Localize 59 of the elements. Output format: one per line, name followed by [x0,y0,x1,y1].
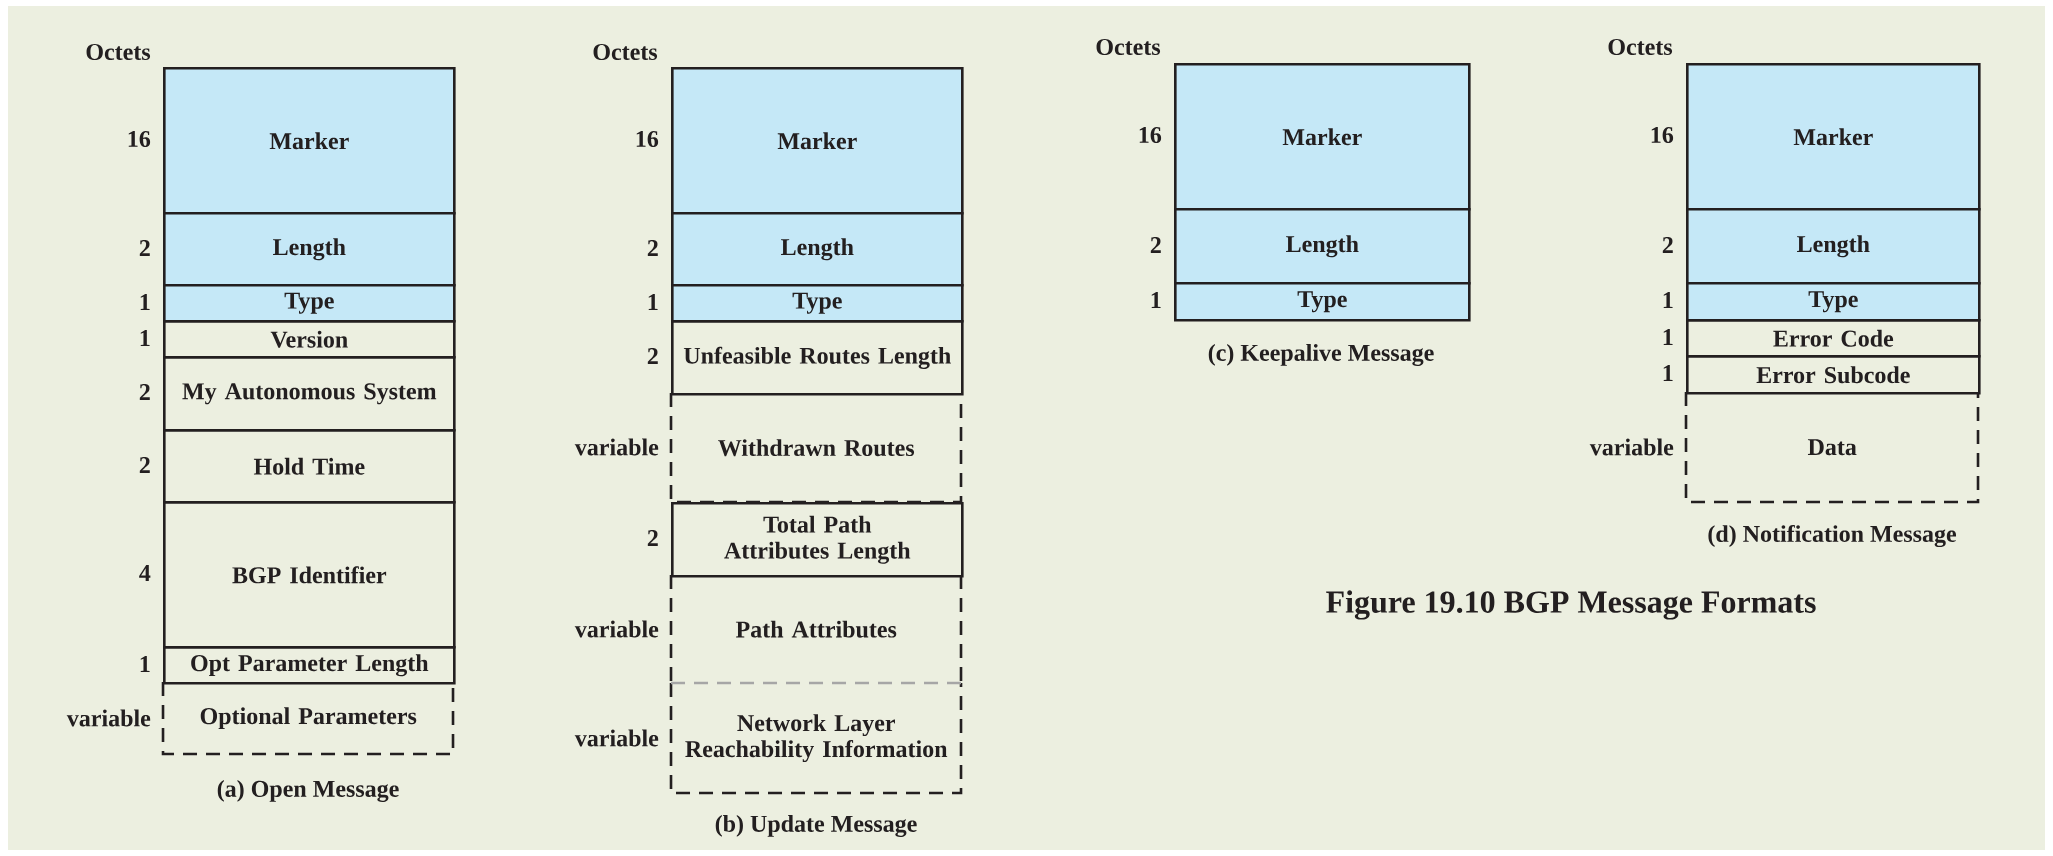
octet-count: 16 [1139,126,1162,144]
message-field: Type [671,284,964,323]
octet-count: 16 [636,130,659,148]
octet-count: 2 [647,530,658,546]
octet-count: 1 [1151,292,1161,308]
message-field: Withdrawn Routes [669,393,963,504]
message-field: Length [671,212,964,287]
octet-count: variable [574,620,659,638]
octet-count: 2 [1150,237,1161,253]
octet-count: 2 [139,384,150,400]
message-field: Type [1174,282,1471,322]
message-field: Type [163,284,456,323]
octet-count: 2 [647,348,658,364]
message-field: Type [1686,282,1981,322]
message-field: Length [1174,208,1471,285]
message-field: Marker [671,67,964,215]
octet-count: 2 [647,240,658,256]
octet-count: variable [574,438,659,456]
octet-count: 2 [139,457,150,473]
figure-caption: Figure 19.10 BGP Message Formats [1326,590,1816,620]
message-field: Marker [1174,63,1471,211]
message-field: Length [163,212,456,287]
octet-count: 1 [1663,329,1673,345]
octet-count: 1 [140,294,150,310]
message-field: Error Code [1686,319,1981,358]
octet-count: 4 [139,565,151,581]
octet-count: variable [66,709,151,727]
octet-count: 16 [128,130,151,148]
octets-heading: Octets [1096,38,1161,56]
message-field: My Autonomous System [163,356,456,432]
message-field: Error Subcode [1686,355,1981,395]
message-field: Optional Parameters [161,682,455,756]
message-field: Opt Parameter Length [163,646,456,685]
subfigure-caption: (a) Open Message [217,780,399,802]
message-field: Version [163,320,456,359]
octet-count: 1 [140,656,150,672]
octet-count: 2 [1662,237,1673,253]
message-field: Length [1686,208,1981,285]
octets-heading: Octets [86,43,151,61]
octet-count: 1 [648,294,658,310]
octet-count: 2 [139,240,150,256]
octet-count: 16 [1651,126,1674,144]
octet-count: 1 [140,330,150,346]
octet-count: variable [574,729,659,747]
message-field: Network Layer Reachability Information [669,681,963,795]
message-field: Marker [1686,63,1981,211]
octets-heading: Octets [1608,38,1673,56]
message-field: Marker [163,67,456,215]
message-field: Data [1684,392,1980,504]
message-field: Hold Time [163,429,456,504]
octets-heading: Octets [593,43,658,61]
octet-count: 1 [1663,292,1673,308]
message-field: Total Path Attributes Length [671,502,964,578]
message-field: BGP Identifier [163,501,456,649]
message-field: Unfeasible Routes Length [671,320,964,396]
message-field: Path Attributes [669,575,963,683]
octet-count: 1 [1663,365,1673,381]
subfigure-caption: (c) Keepalive Message [1208,344,1434,366]
octet-count: variable [1589,438,1674,456]
